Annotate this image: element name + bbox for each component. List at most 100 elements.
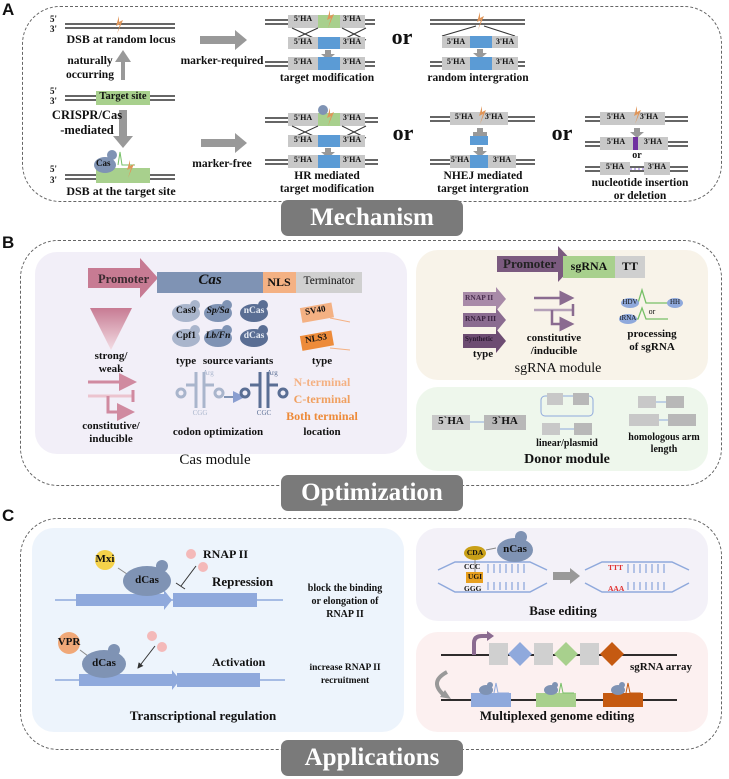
- col-variants-label: variants: [234, 355, 274, 367]
- location-label: location: [303, 426, 341, 438]
- arm-length-1: homologous arm: [628, 432, 700, 443]
- sgrna-array-label: sgRNA array: [630, 661, 693, 673]
- ugi-label: UGI: [467, 572, 483, 581]
- protein-blob-lobe: [190, 325, 200, 335]
- protein-blob-lobe: [222, 300, 232, 310]
- random-integration: [430, 12, 525, 70]
- sgrna-promoter-label: Promoter: [503, 256, 557, 271]
- ha3-label: 3'HA: [639, 112, 659, 121]
- codon-after-label: CGC: [256, 409, 272, 417]
- ha3-label: 3'HA: [495, 37, 515, 46]
- sgrna-block: [563, 256, 615, 278]
- sgrna-constitutive-1: constitutive: [526, 332, 582, 344]
- sgrna-processing-icon: [619, 287, 683, 324]
- ha5-label: 5'HA: [446, 37, 466, 46]
- location-n-terminal: N-terminal: [293, 375, 351, 389]
- processing-1: processing: [627, 328, 677, 340]
- terminator-block: [296, 272, 362, 293]
- optimization-tag: Optimization: [281, 475, 463, 511]
- arm-length-icon: [629, 396, 696, 426]
- promoter-arrow-icon: [88, 258, 158, 298]
- marker-required-label: marker-required: [180, 55, 264, 67]
- sgrna-label: sgRNA: [570, 259, 608, 273]
- dna-cas-target: [65, 150, 175, 183]
- aaa-label: AAA: [608, 584, 625, 593]
- sgrna-constitutive-icon: [534, 290, 575, 332]
- strand-5-label: 5': [50, 164, 58, 174]
- strand-5-label: 5': [50, 86, 58, 96]
- or-label: or: [391, 24, 413, 49]
- repression-diagram: [55, 549, 283, 610]
- ha5-label: 5'HA: [450, 155, 470, 164]
- mxi-label: Mxi: [95, 553, 115, 565]
- ha5-label: 5'HA: [293, 155, 313, 164]
- increase-1: increase RNAP II: [309, 663, 381, 673]
- vpr-label: VPR: [57, 636, 81, 648]
- sgrna-type-label: type: [472, 348, 494, 360]
- hr-line2: target modification: [279, 183, 375, 195]
- strand-3-label: 3': [50, 24, 58, 34]
- right-arrow-icon: [200, 30, 247, 50]
- hh-label: HH: [669, 298, 681, 306]
- dcas-label: dCas: [92, 657, 116, 669]
- dna-random-locus: [65, 16, 175, 34]
- location-both-terminal: Both terminal: [286, 409, 358, 423]
- hr-marker-required: [265, 10, 375, 70]
- multiplex-title: Multiplexed genome editing: [479, 708, 635, 723]
- cas-label: Cas: [96, 158, 111, 168]
- hr-line1: HR mediated: [294, 170, 360, 182]
- nls-label: NLS: [267, 275, 291, 289]
- target-modification-label: target modification: [279, 72, 375, 84]
- rnap-label: RNAP II: [203, 547, 249, 561]
- transcription-title: Transcriptional regulation: [129, 708, 277, 723]
- ha5-label: 5'HA: [446, 57, 466, 66]
- block-2: or elongation of: [311, 596, 379, 607]
- marker-free-label: marker-free: [192, 158, 252, 170]
- up-arrow-icon: [115, 50, 131, 80]
- col-type-label: type: [175, 355, 197, 367]
- increase-2: recruitment: [320, 676, 370, 686]
- linear-plasmid-icon: [540, 393, 594, 435]
- promoter-label: Promoter: [98, 272, 150, 286]
- applications-tag: Applications: [281, 740, 463, 776]
- ha3-label: 3'HA: [342, 113, 362, 122]
- protein-label: Cas9: [175, 306, 197, 316]
- trna-label: tRNA: [619, 314, 637, 322]
- block-1: block the binding: [307, 583, 383, 594]
- indel-line2: or deletion: [613, 190, 667, 202]
- panel-letter-b: B: [2, 233, 15, 252]
- ha3-label: 3'HA: [342, 37, 362, 46]
- tt-block: [615, 256, 645, 278]
- strand-3-label: 3': [50, 175, 58, 185]
- arm-length-2: length: [650, 444, 678, 455]
- ha5-label: 5'HA: [606, 137, 626, 146]
- ggg-label: GGG: [464, 584, 482, 593]
- cas-gene-block: [157, 272, 263, 293]
- ha3-label: 3'HA: [647, 162, 667, 171]
- multiplex-diagram: [435, 631, 677, 707]
- protein-blob-lobe: [258, 300, 268, 310]
- ha5-label: 5'HA: [293, 37, 313, 46]
- ha5-label: 5'HA: [454, 112, 474, 121]
- target-site-label: Target site: [99, 91, 147, 102]
- ha3-label: 3'HA: [495, 57, 515, 66]
- hr-marker-free: [265, 105, 378, 168]
- ha5-label: 5'HA: [605, 162, 625, 171]
- dsb-bolt-icon: [116, 16, 123, 34]
- dsb-target-label: DSB at the target site: [66, 184, 176, 198]
- crispr-label: CRISPR/Cas: [51, 108, 123, 122]
- nhej-line2: target intergration: [437, 183, 529, 195]
- constitutive-2: inducible: [89, 433, 133, 445]
- dsb-bolt-icon: [127, 160, 134, 178]
- panel-letter-c: C: [2, 506, 15, 525]
- base-editing-title: Base editing: [529, 603, 597, 618]
- ccc-label: CCC: [464, 562, 481, 571]
- sgrna-constitutive-2: /inducible: [530, 345, 578, 357]
- codon-before-label: CGG: [192, 409, 208, 417]
- ha5-label: 5'HA: [293, 113, 313, 122]
- trna-after-icon: [239, 372, 289, 408]
- indel-line1: nucleotide insertion: [591, 177, 689, 189]
- dsb-random-label: DSB at random locus: [66, 32, 176, 46]
- ha3-label: 3'HA: [342, 14, 362, 23]
